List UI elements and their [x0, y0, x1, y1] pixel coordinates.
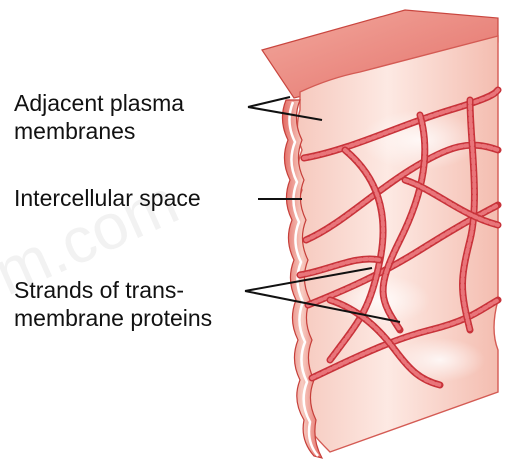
label-line: Strands of trans-: [14, 276, 212, 304]
label-adjacent-plasma-membranes: Adjacent plasma membranes: [14, 89, 184, 145]
label-line: Adjacent plasma: [14, 89, 184, 117]
label-line: Intercellular space: [14, 184, 201, 212]
label-line: membrane proteins: [14, 304, 212, 332]
label-strands-of-transmembrane-proteins: Strands of trans- membrane proteins: [14, 276, 212, 332]
label-line: membranes: [14, 117, 184, 145]
label-intercellular-space: Intercellular space: [14, 184, 201, 212]
